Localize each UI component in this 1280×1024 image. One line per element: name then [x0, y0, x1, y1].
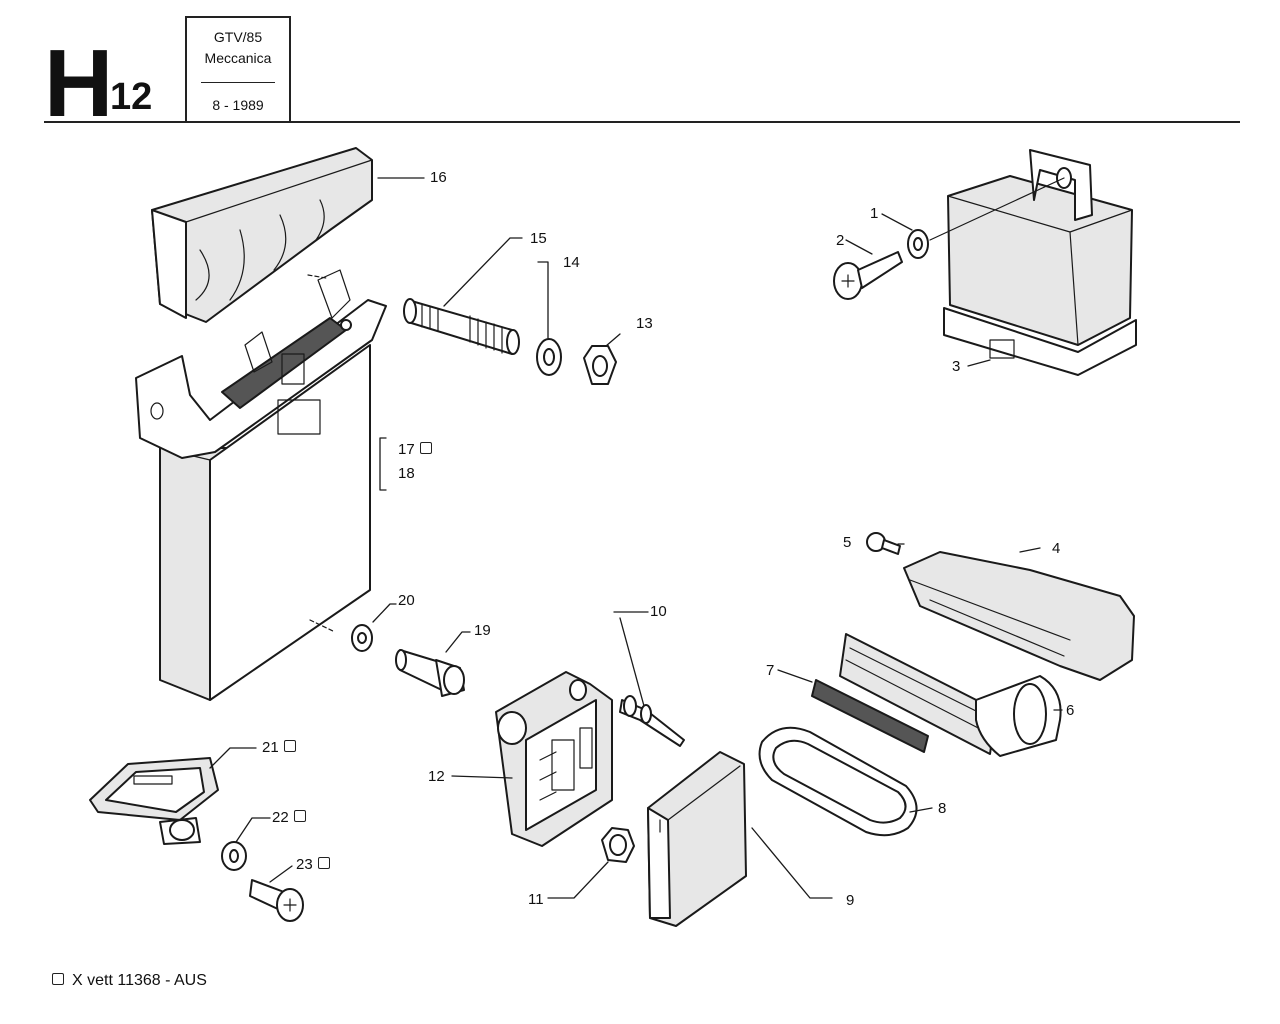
part-14-washer [536, 338, 562, 376]
square-marker-icon [419, 442, 432, 454]
callout-23-number: 23 [296, 856, 313, 873]
callout-8: 8 [938, 800, 947, 817]
footer-note-text: X vett 11368 - AUS [72, 972, 207, 989]
callout-16: 16 [430, 169, 447, 186]
callout-7: 7 [766, 662, 775, 679]
section-number: 12 [110, 76, 153, 118]
callout-19: 19 [474, 622, 491, 639]
part-2-screw [833, 251, 903, 300]
part-16-foam-pad [151, 147, 373, 323]
callout-22-number: 22 [272, 809, 289, 826]
callout-13: 13 [636, 315, 653, 332]
callout-9: 9 [846, 892, 855, 909]
leader-lines [209, 177, 1063, 899]
part-21-sensor [89, 757, 219, 845]
callout-22: 22 [272, 810, 306, 825]
part-20-washer [351, 624, 373, 652]
callout-10: 10 [650, 603, 667, 620]
callout-20: 20 [398, 592, 415, 609]
category-label: Meccanica [204, 50, 272, 66]
callout-3: 3 [952, 358, 961, 375]
part-7-pin-strip [811, 679, 929, 753]
part-6-multi-pin-connector [839, 633, 1062, 757]
callout-5: 5 [843, 534, 852, 551]
square-marker-icon [293, 810, 306, 822]
callout-6: 6 [1066, 702, 1075, 719]
part-8-seal-ring [758, 726, 918, 837]
callout-17-number: 17 [398, 441, 415, 458]
part-1-washer [907, 229, 929, 259]
callout-2: 2 [836, 232, 845, 249]
footer-note: X vett 11368 - AUS [52, 972, 207, 990]
part-13-nut [583, 345, 617, 385]
part-4-connector-cover [903, 551, 1135, 681]
header-box-divider [201, 82, 275, 83]
part-10-pin-terminal [619, 695, 685, 747]
part-19-bolt [395, 649, 465, 697]
part-17-18-ecu-box [135, 269, 387, 701]
date-label: 8 - 1989 [212, 97, 264, 113]
part-15-stud [403, 298, 520, 355]
callout-15: 15 [530, 230, 547, 247]
part-23-screw [249, 879, 304, 922]
part-11-nut [601, 827, 635, 863]
callout-18: 18 [398, 465, 415, 482]
callout-4: 4 [1052, 540, 1061, 557]
callout-11: 11 [528, 891, 544, 908]
square-marker-icon [52, 973, 64, 985]
part-9-cover [647, 751, 747, 927]
section-letter: H [44, 30, 113, 137]
callout-21-number: 21 [262, 739, 279, 756]
callout-14: 14 [563, 254, 580, 271]
callout-12: 12 [428, 768, 445, 785]
part-3-relay [929, 149, 1137, 376]
title-rule [44, 121, 1240, 123]
header-info-box: GTV/85 Meccanica 8 - 1989 [185, 16, 291, 122]
part-22-washer [221, 841, 247, 871]
callout-17: 17 [398, 442, 432, 457]
callout-21: 21 [262, 740, 296, 755]
part-5-small-screw [866, 532, 901, 555]
square-marker-icon [283, 740, 296, 752]
square-marker-icon [317, 857, 330, 869]
model-label: GTV/85 [213, 29, 263, 45]
callout-23: 23 [296, 857, 330, 872]
part-12-connector-housing [495, 671, 613, 847]
callout-1: 1 [870, 205, 879, 222]
